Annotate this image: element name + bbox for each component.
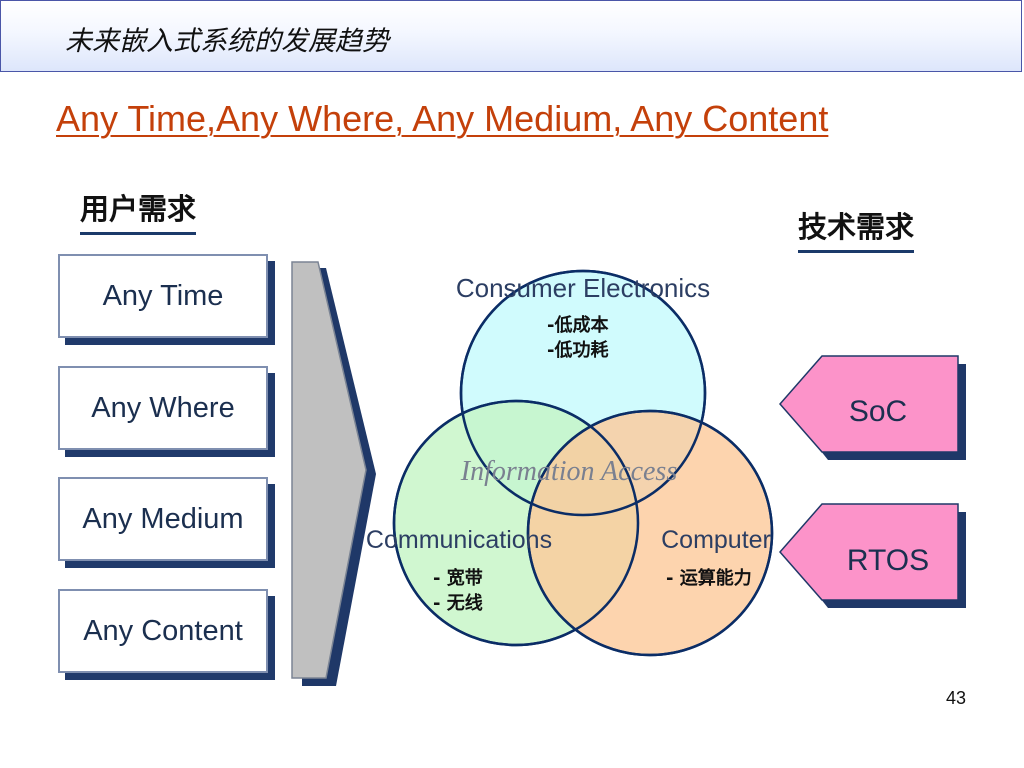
title-bar: 未来嵌入式系统的发展趋势 [0, 0, 1022, 72]
slide-title: 未来嵌入式系统的发展趋势 [65, 26, 389, 57]
ce-bullet-low-power: -低功耗 [547, 339, 608, 361]
soc-pentagon [779, 355, 959, 453]
venn-outline-comm [392, 399, 640, 647]
rtos-pentagon [779, 503, 959, 601]
rtos-label: RTOS [847, 544, 929, 577]
venn-outline-comp [526, 409, 774, 657]
consumer-electronics-label: Consumer Electronics [456, 273, 710, 303]
computer-label: Computer [661, 526, 771, 554]
information-access-label: Information Access [460, 456, 678, 487]
user-needs-heading: 用户需求 [80, 186, 197, 235]
soc-label: SoC [849, 395, 907, 428]
right-arrow [291, 261, 367, 679]
venn-outline-ce [459, 269, 707, 517]
comp-bullet-computing-power: - 运算能力 [666, 567, 752, 589]
comm-bullet-broadband: - 宽带 [433, 567, 483, 589]
user-need-any-time: Any Time [58, 254, 268, 338]
comm-bullet-wireless: - 无线 [433, 592, 483, 614]
user-need-any-where: Any Where [58, 366, 268, 450]
slide-subtitle: Any Time,Any Where, Any Medium, Any Cont… [56, 98, 829, 139]
user-need-any-medium: Any Medium [58, 477, 268, 561]
ce-bullet-low-cost: -低成本 [547, 314, 608, 336]
tech-needs-heading: 技术需求 [798, 204, 915, 253]
communications-label: Communications [366, 526, 552, 554]
user-need-any-content: Any Content [58, 589, 268, 673]
page-number: 43 [946, 688, 967, 708]
